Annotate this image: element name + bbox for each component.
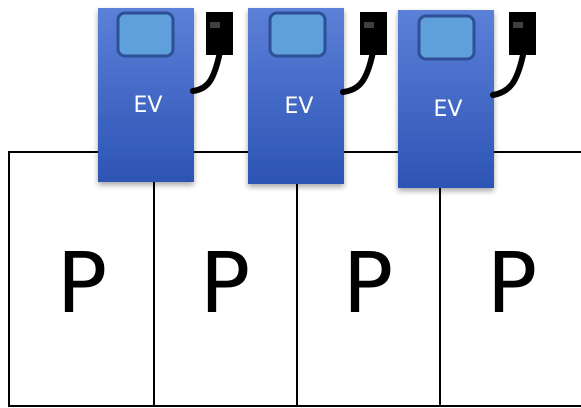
charging-plug-icon	[490, 12, 536, 98]
parking-spot-label: P	[200, 234, 251, 332]
charger-label: EV	[434, 97, 463, 122]
ev-charger: EV	[98, 8, 194, 182]
parking-spot-label: P	[487, 234, 538, 332]
ev-charger: EV	[398, 10, 494, 188]
charger-screen	[417, 14, 476, 61]
charging-plug-icon	[340, 12, 387, 95]
charger-screen	[116, 11, 175, 58]
parking-lot: P P P P	[8, 151, 581, 407]
charger-label: EV	[134, 93, 163, 118]
parking-spot-label: P	[57, 234, 108, 332]
ev-charger: EV	[248, 8, 344, 184]
charging-plug-icon	[190, 12, 233, 94]
charger-screen	[268, 11, 327, 58]
parking-spot-label: P	[343, 234, 394, 332]
charger-label: EV	[285, 94, 314, 119]
